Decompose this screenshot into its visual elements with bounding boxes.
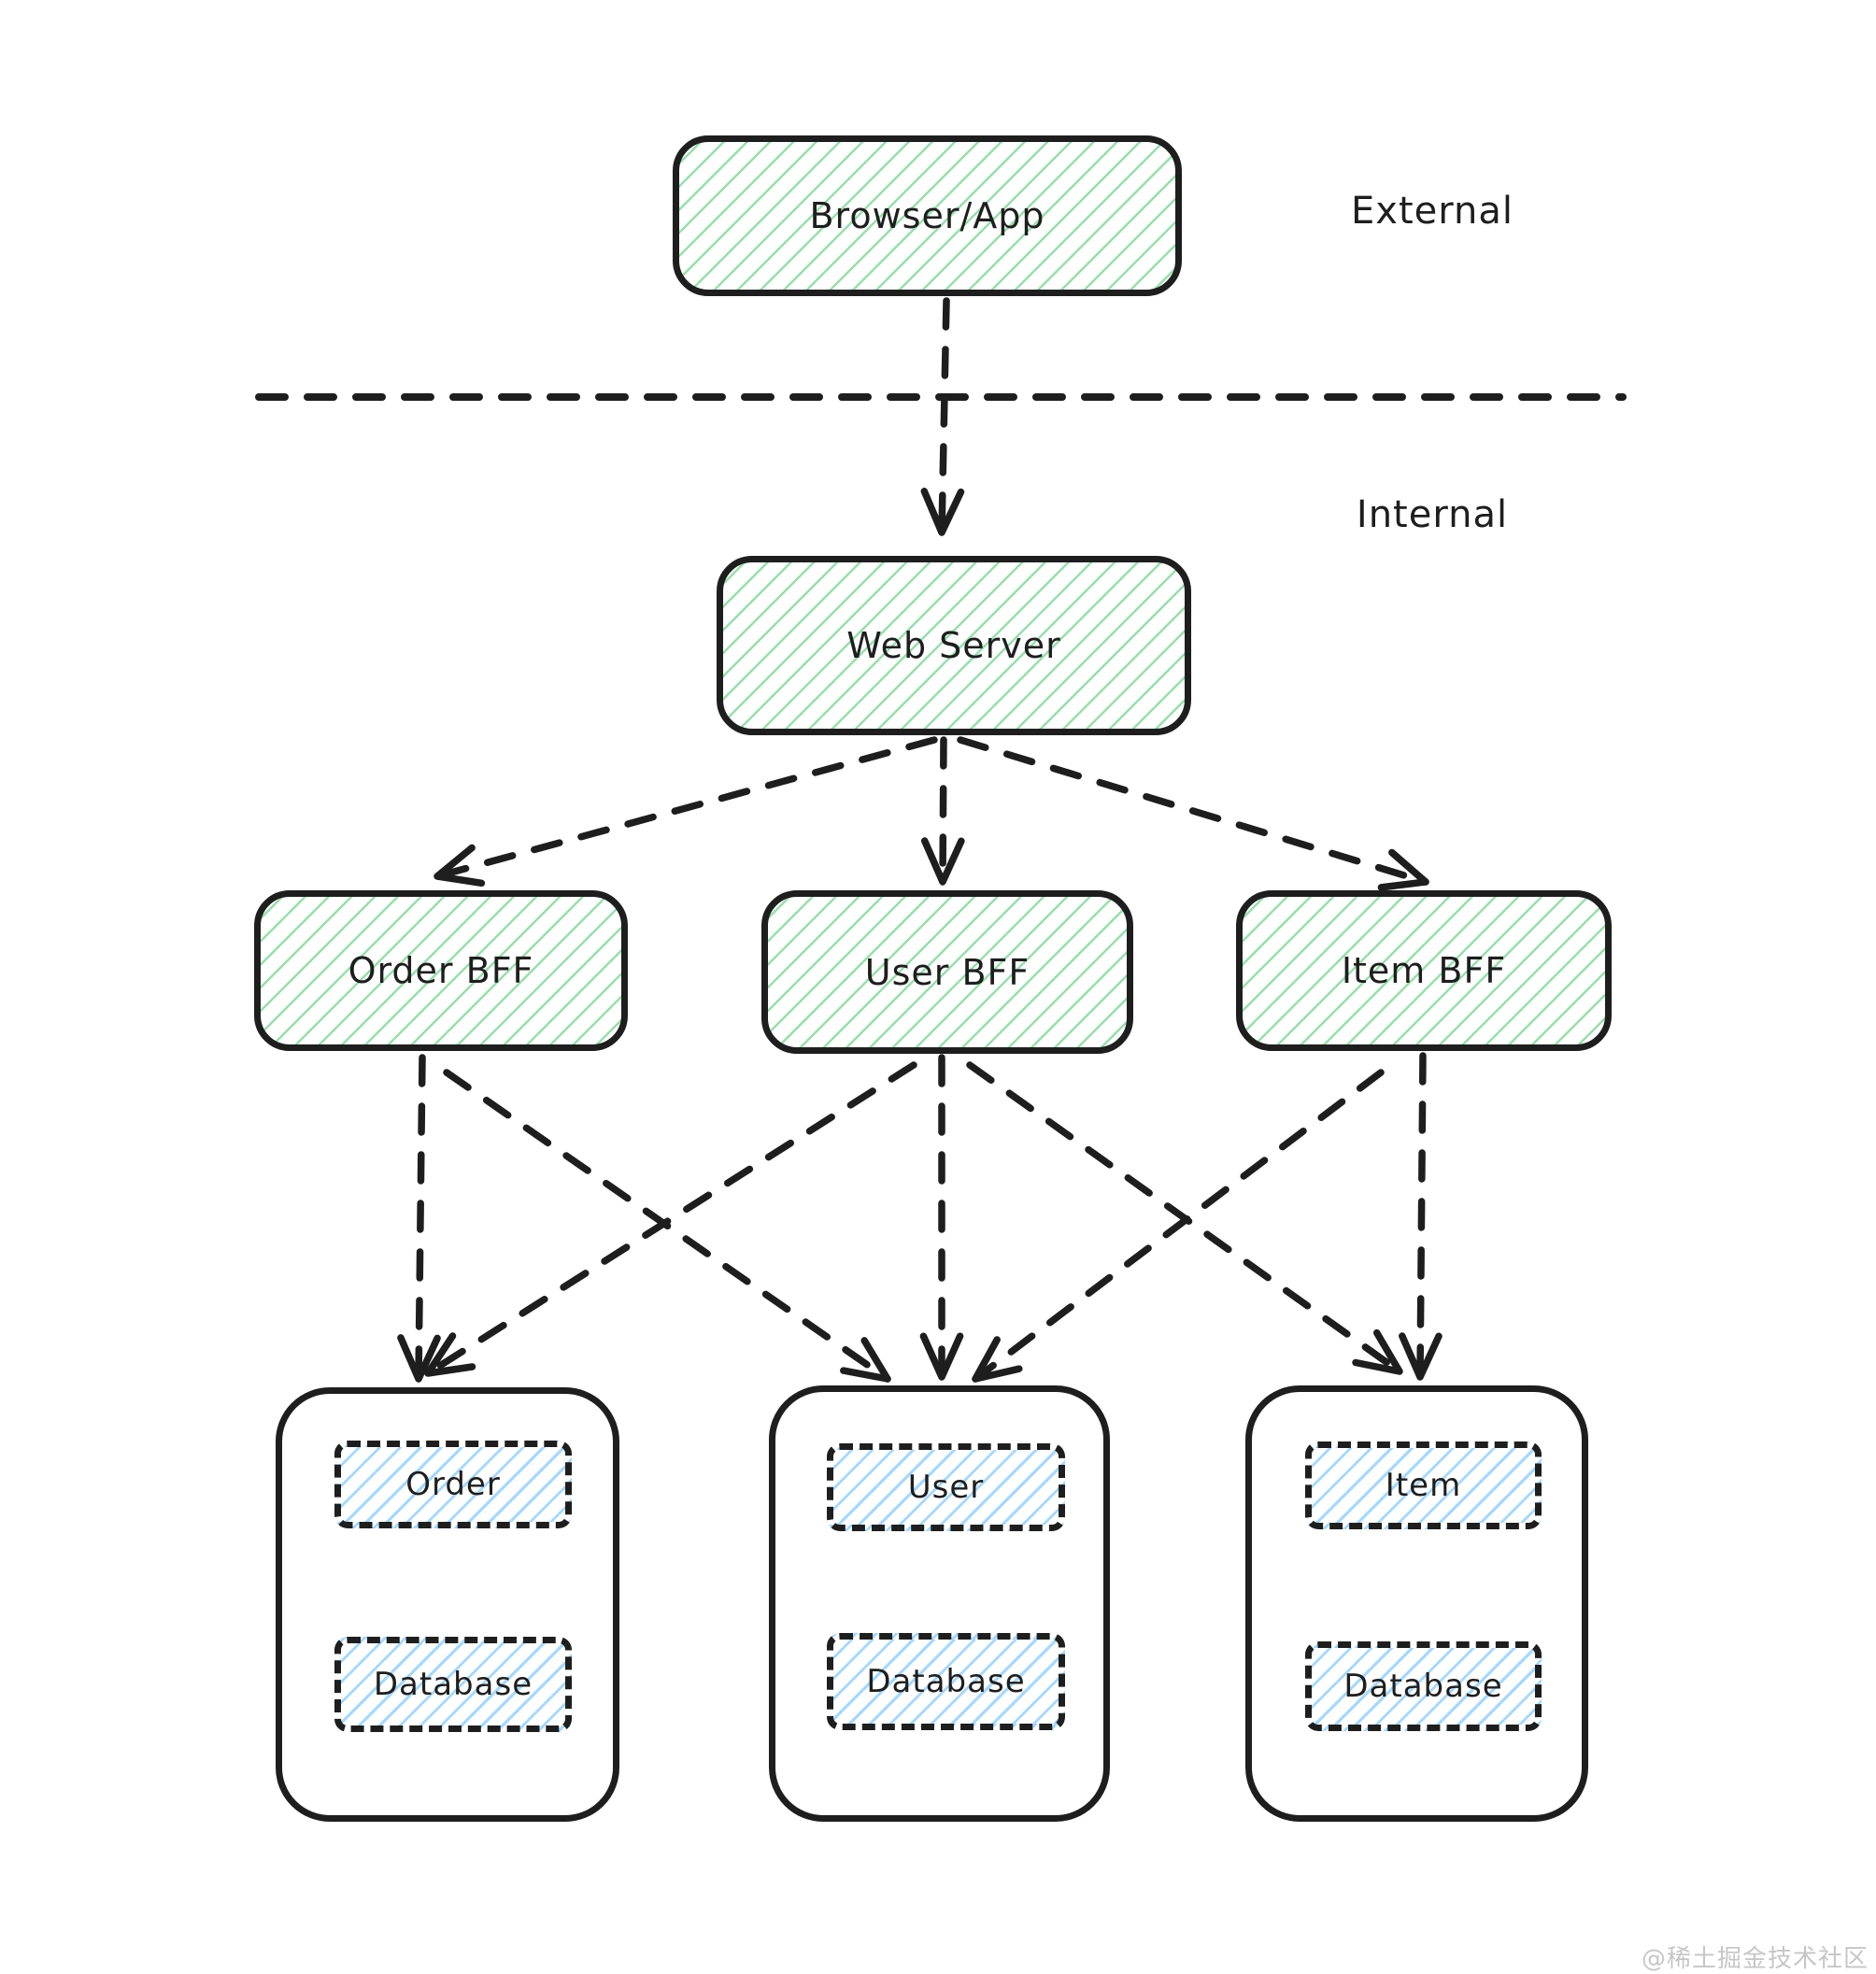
arrow-web-server-to-order-bff <box>433 736 938 880</box>
arrow-browser-app-to-web-server <box>938 297 950 536</box>
order-service-chip: Order <box>334 1441 572 1528</box>
user-service-group: User Database <box>769 1385 1110 1822</box>
item-service-chip: Item <box>1305 1441 1542 1529</box>
arrow-user-bff-to-item-group-head <box>1352 1328 1403 1375</box>
external-zone-label: External <box>1351 190 1514 233</box>
web-server-node: Web Server <box>717 556 1191 735</box>
internal-zone-label: Internal <box>1356 493 1509 536</box>
user-bff-label: User BFF <box>864 951 1030 993</box>
arrow-user-bff-to-order-group <box>424 1061 917 1377</box>
order-service-chip-label: Order <box>405 1466 501 1503</box>
arrow-user-bff-to-item-group <box>966 1061 1403 1375</box>
browser-app-node: Browser/App <box>673 135 1182 296</box>
user-bff-node: User BFF <box>761 890 1133 1054</box>
item-bff-node: Item BFF <box>1236 890 1612 1051</box>
arrow-item-bff-to-item-group <box>1416 1052 1427 1381</box>
order-bff-label: Order BFF <box>348 950 534 991</box>
arrow-order-bff-to-user-group-head <box>840 1337 891 1383</box>
arrow-web-server-to-user-bff-head <box>920 837 965 886</box>
web-server-label: Web Server <box>846 625 1061 666</box>
arrow-order-bff-to-order-group-head <box>397 1334 441 1383</box>
item-database-chip-label: Database <box>1343 1668 1503 1705</box>
item-service-group: Item Database <box>1245 1385 1588 1822</box>
arrow-web-server-to-item-bff-head <box>1377 848 1429 891</box>
arrow-item-bff-to-user-group <box>972 1069 1385 1383</box>
user-service-chip-label: User <box>907 1469 985 1506</box>
arrow-user-bff-to-order-group-head <box>424 1332 476 1377</box>
user-database-chip-label: Database <box>866 1663 1026 1700</box>
arrow-browser-app-to-web-server-head <box>920 488 965 536</box>
arrow-user-bff-to-user-group-head <box>919 1332 964 1381</box>
order-bff-node: Order BFF <box>254 890 628 1051</box>
arrow-item-bff-to-user-group-head <box>972 1336 1023 1383</box>
arrow-order-bff-to-user-group <box>443 1069 891 1383</box>
order-database-chip-label: Database <box>373 1666 533 1703</box>
order-service-group: Order Database <box>276 1387 619 1822</box>
browser-app-label: Browser/App <box>809 195 1045 236</box>
item-bff-label: Item BFF <box>1341 950 1507 991</box>
arrow-web-server-to-order-bff-head <box>433 844 486 888</box>
watermark-text: @稀土掘金技术社区 <box>1641 1945 1869 1973</box>
arrow-item-bff-to-item-group-head <box>1399 1332 1443 1381</box>
order-database-chip: Database <box>334 1637 572 1732</box>
arrow-web-server-to-item-bff <box>957 736 1429 886</box>
user-service-chip: User <box>827 1443 1065 1531</box>
item-service-chip-label: Item <box>1385 1467 1462 1504</box>
item-database-chip: Database <box>1305 1641 1542 1731</box>
arrow-web-server-to-user-bff <box>939 736 947 886</box>
user-database-chip: Database <box>827 1633 1065 1730</box>
arrow-order-bff-to-order-group <box>415 1054 426 1383</box>
